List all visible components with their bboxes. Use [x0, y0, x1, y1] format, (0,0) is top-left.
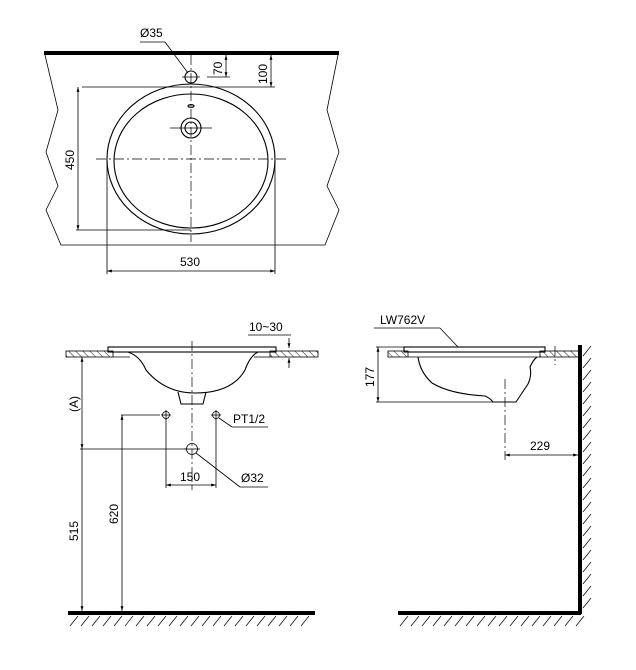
side-view: LW762V 177 229	[363, 313, 592, 627]
dim-drain-to-wall: 229	[530, 439, 550, 453]
dim-drain-diameter: Ø32	[241, 471, 264, 485]
dim-supply-thread: PT1/2	[233, 412, 265, 426]
side-floor-hatch	[399, 615, 585, 627]
dim-counter-thickness: 10~30	[249, 320, 283, 334]
dim-supply-spacing: 150	[180, 470, 200, 484]
model-callout: LW762V	[380, 313, 425, 327]
dim-bowl-to-edge: 100	[256, 64, 270, 84]
side-basin-rim	[403, 346, 546, 353]
basin-bowl	[127, 351, 259, 394]
side-counter-left	[387, 350, 409, 358]
side-counter-right	[539, 350, 581, 358]
dim-bowl-depth: 450	[63, 150, 77, 170]
floor-hatch	[69, 615, 310, 627]
dim-supply-height: 620	[107, 504, 121, 524]
counter-right-section	[269, 350, 319, 358]
dim-bowl-height: 177	[363, 367, 377, 387]
front-view: 10~30 PT1/2 Ø32 150 (A) 515 620	[65, 320, 319, 627]
dim-hole-to-edge: 70	[211, 61, 225, 75]
dim-height-a: (A)	[67, 396, 81, 412]
side-basin-bowl	[417, 356, 538, 403]
dim-faucet-hole: Ø35	[140, 26, 163, 40]
counter-outline	[44, 54, 340, 246]
counter-left-section	[65, 350, 114, 358]
overflow-slot	[187, 104, 195, 108]
dim-bowl-width: 530	[180, 255, 200, 269]
dim-drain-height: 515	[67, 521, 81, 541]
wall-hatch	[582, 345, 592, 609]
top-view: Ø35 70 100 450 530	[44, 26, 340, 274]
